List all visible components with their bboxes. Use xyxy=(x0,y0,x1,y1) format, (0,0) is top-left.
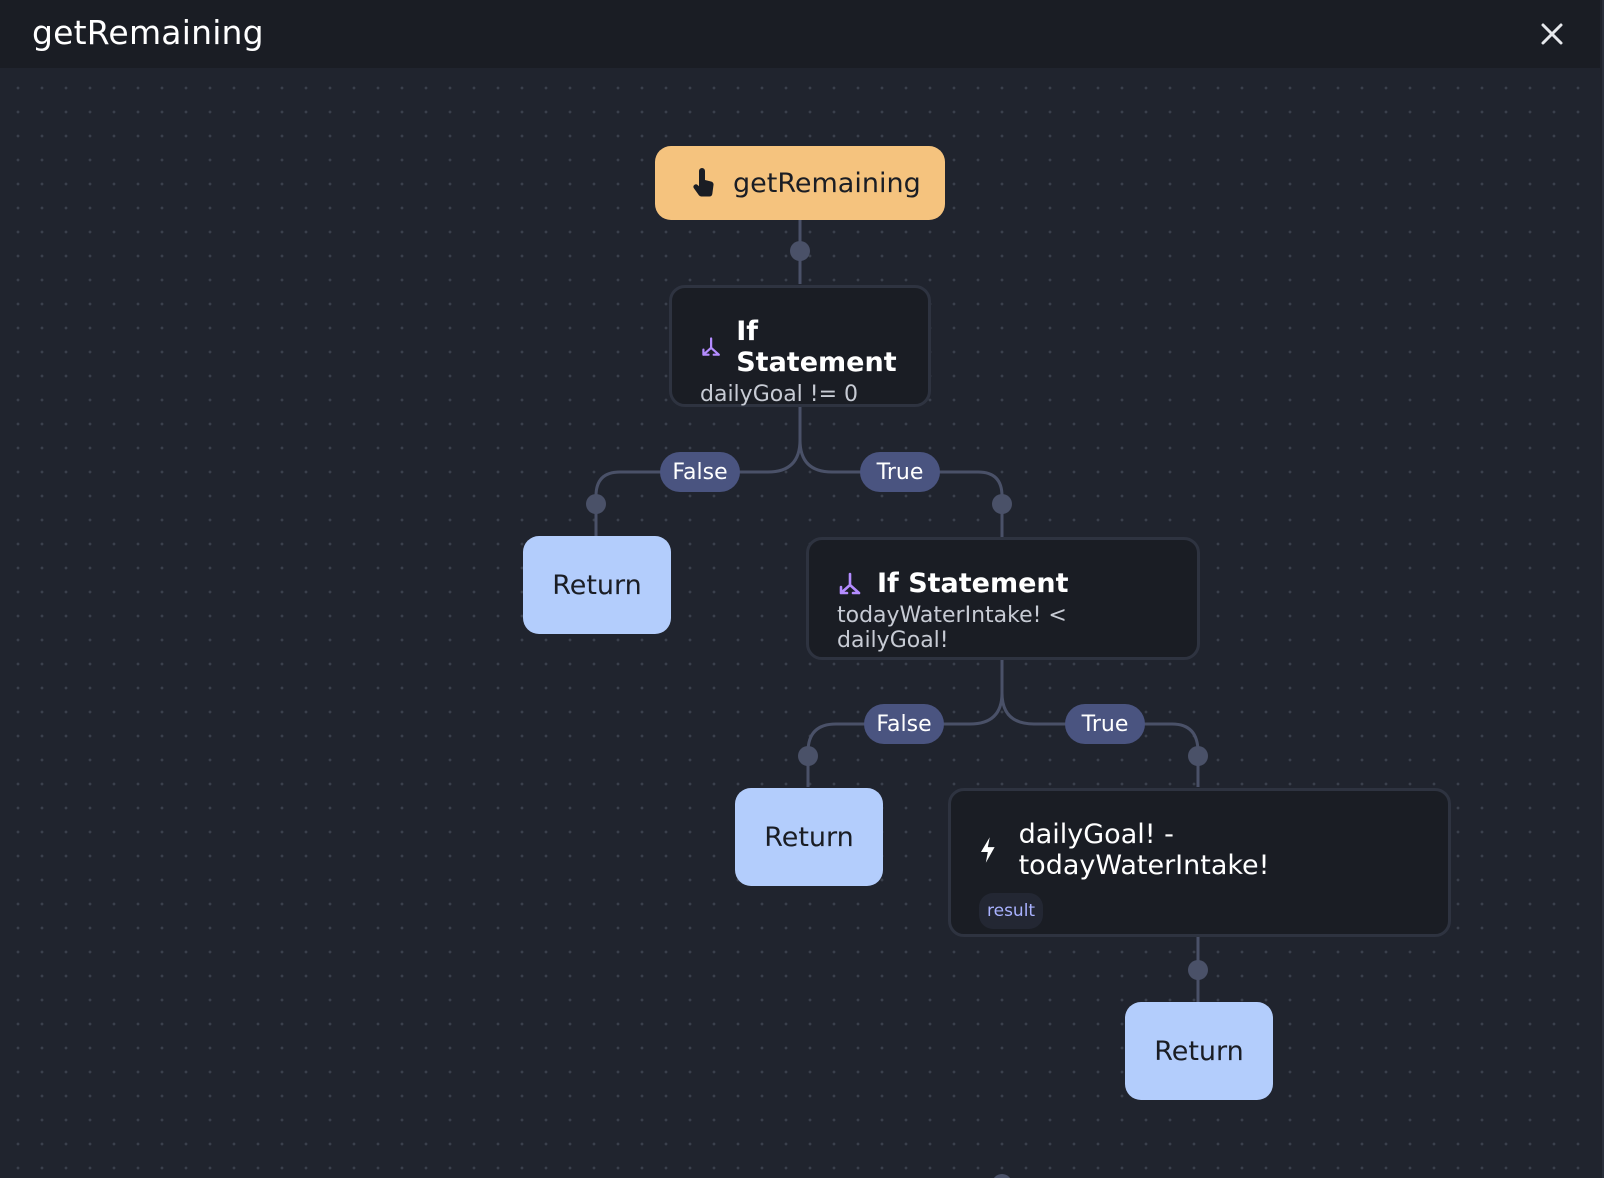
branch-icon xyxy=(702,337,720,356)
window-title: getRemaining xyxy=(32,13,264,52)
function-start-node[interactable]: getRemaining xyxy=(655,146,945,220)
branch-false-label: False xyxy=(660,452,740,492)
branch-true-label: True xyxy=(860,452,940,492)
branch-false-label: False xyxy=(864,704,944,744)
close-icon xyxy=(1541,23,1563,45)
return-label: Return xyxy=(552,569,642,601)
if-statement-title: If Statement xyxy=(877,568,1069,599)
if-statement-title: If Statement xyxy=(736,316,897,378)
return-label: Return xyxy=(764,821,854,853)
start-node-label: getRemaining xyxy=(733,167,921,199)
if-statement-node-1[interactable]: If Statement dailyGoal != 0 xyxy=(669,285,931,407)
return-node-2[interactable]: Return xyxy=(735,788,883,886)
branch-true-label: True xyxy=(1065,704,1145,744)
lightning-icon xyxy=(980,837,995,863)
title-bar: getRemaining xyxy=(0,0,1600,68)
result-variable-tag[interactable]: result xyxy=(979,893,1044,929)
flow-canvas[interactable] xyxy=(0,68,1600,1178)
close-button[interactable] xyxy=(1536,18,1568,50)
expression-text: dailyGoal! - todayWaterIntake! xyxy=(1018,819,1270,881)
branch-icon xyxy=(839,572,861,594)
pointer-hand-icon xyxy=(693,168,714,197)
if-condition: dailyGoal != 0 xyxy=(700,382,859,407)
return-node-1[interactable]: Return xyxy=(523,536,671,634)
if-condition: todayWaterIntake! < dailyGoal! xyxy=(837,603,1067,653)
expression-node[interactable]: dailyGoal! - todayWaterIntake! result xyxy=(948,788,1451,937)
if-statement-node-2[interactable]: If Statement todayWaterIntake! < dailyGo… xyxy=(806,537,1200,660)
return-label: Return xyxy=(1154,1035,1244,1067)
return-node-3[interactable]: Return xyxy=(1125,1002,1273,1100)
